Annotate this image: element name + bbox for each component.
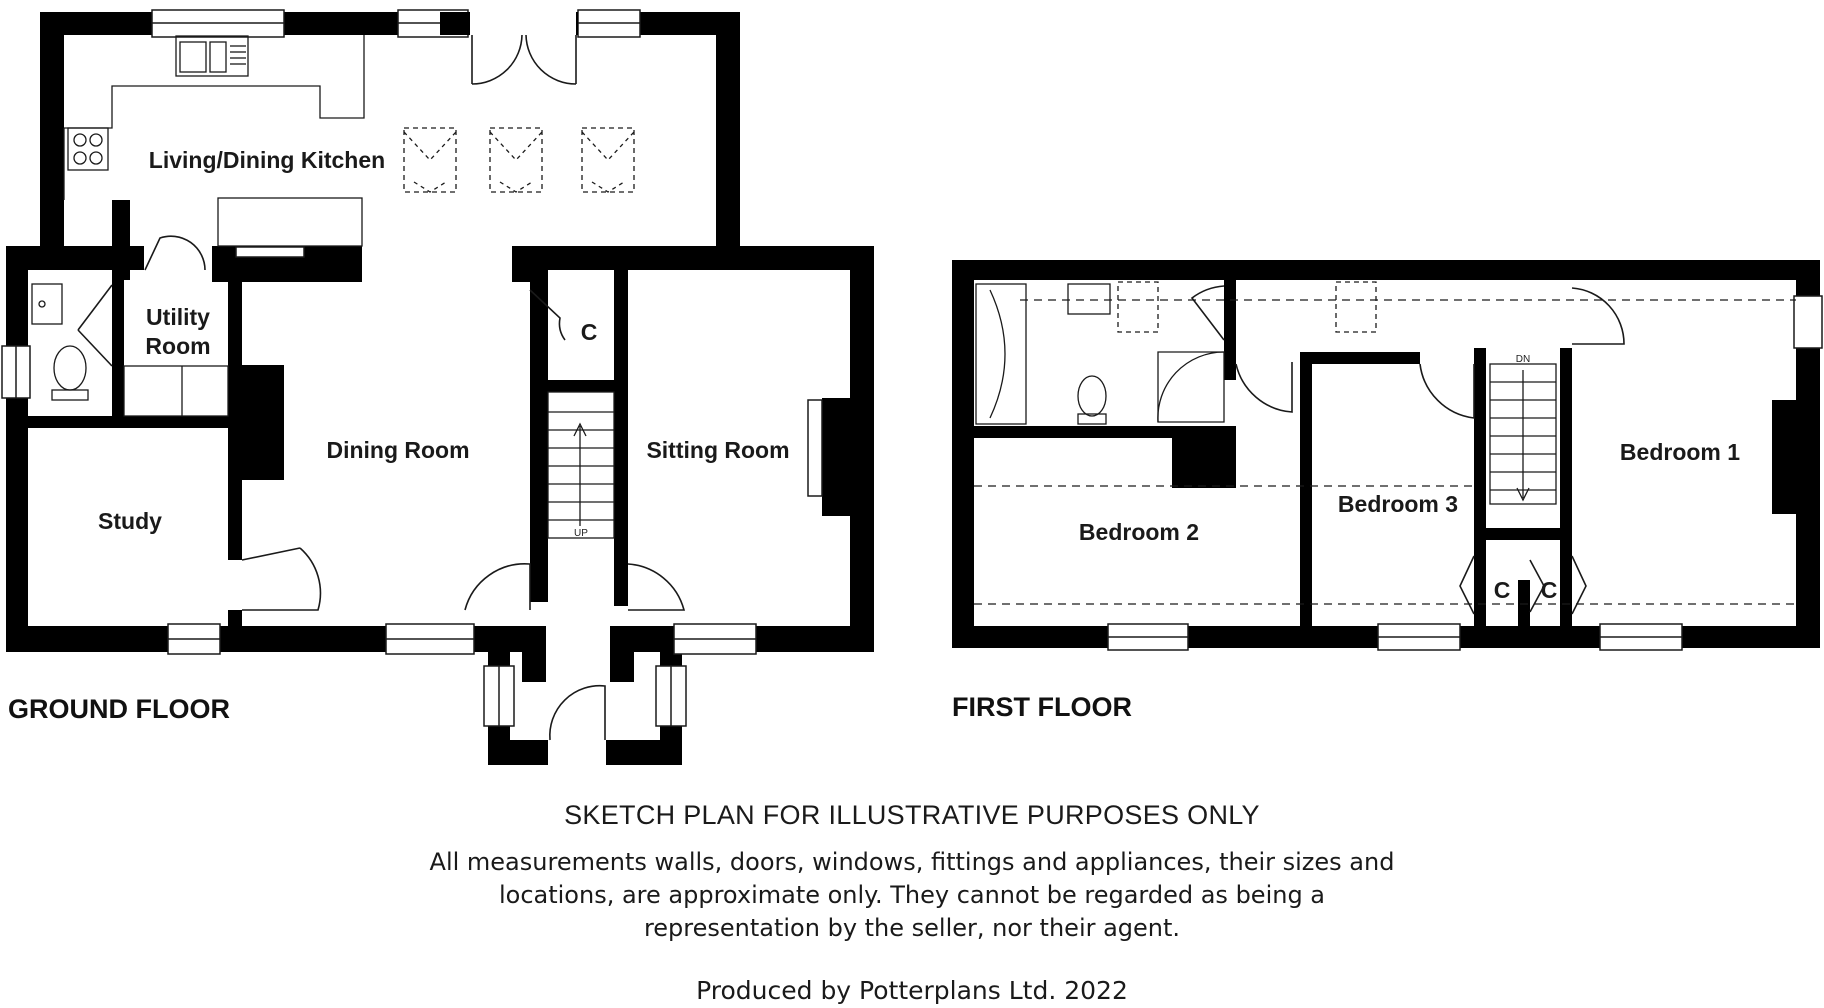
ground-stairs	[547, 391, 615, 539]
first-floor-title: FIRST FLOOR	[952, 692, 1132, 722]
first-floor-walls	[952, 260, 1820, 648]
ground-stairs-up-label: UP	[574, 528, 588, 539]
ground-floor-plan: Living/Dining Kitchen Utility Room Dinin…	[1, 9, 874, 765]
ground-floor-fittings	[31, 35, 635, 539]
first-stairs-down-label: DN	[1516, 354, 1530, 365]
disclaimer-line-1: All measurements walls, doors, windows, …	[429, 848, 1395, 876]
disclaimer-body: All measurements walls, doors, windows, …	[0, 846, 1824, 945]
dining-room-label: Dining Room	[326, 437, 469, 463]
living-dining-kitchen-label: Living/Dining Kitchen	[149, 147, 385, 173]
produced-by-credit: Produced by Potterplans Ltd. 2022	[696, 976, 1128, 1005]
bedroom-2-label: Bedroom 2	[1079, 519, 1199, 545]
first-floor-plan: Bedroom 1 Bedroom 2 Bedroom 3 C C DN FIR…	[952, 260, 1823, 722]
utility-room-label-line1: Utility	[146, 304, 210, 330]
ground-floor-doors	[77, 34, 686, 741]
first-floor-windows	[1107, 295, 1823, 651]
disclaimer-line-2: locations, are approximate only. They ca…	[498, 881, 1326, 909]
bedroom-1-label: Bedroom 1	[1620, 439, 1740, 465]
disclaimer-title: SKETCH PLAN FOR ILLUSTRATIVE PURPOSES ON…	[564, 800, 1260, 830]
disclaimer-line-3: representation by the seller, nor their …	[643, 914, 1181, 942]
ground-floor-title: GROUND FLOOR	[8, 694, 230, 724]
study-label: Study	[98, 508, 162, 534]
first-cupboard-b-label: C	[1541, 577, 1558, 603]
first-floor-fittings	[974, 281, 1796, 605]
sitting-room-label: Sitting Room	[646, 437, 789, 463]
first-stairs	[1489, 363, 1557, 505]
first-floor-doors	[1190, 285, 1625, 615]
bedroom-3-label: Bedroom 3	[1338, 491, 1458, 517]
ground-cupboard-label: C	[581, 319, 598, 345]
ground-floor-windows	[1, 9, 823, 727]
utility-room-label-line2: Room	[145, 333, 210, 359]
first-cupboard-a-label: C	[1494, 577, 1511, 603]
